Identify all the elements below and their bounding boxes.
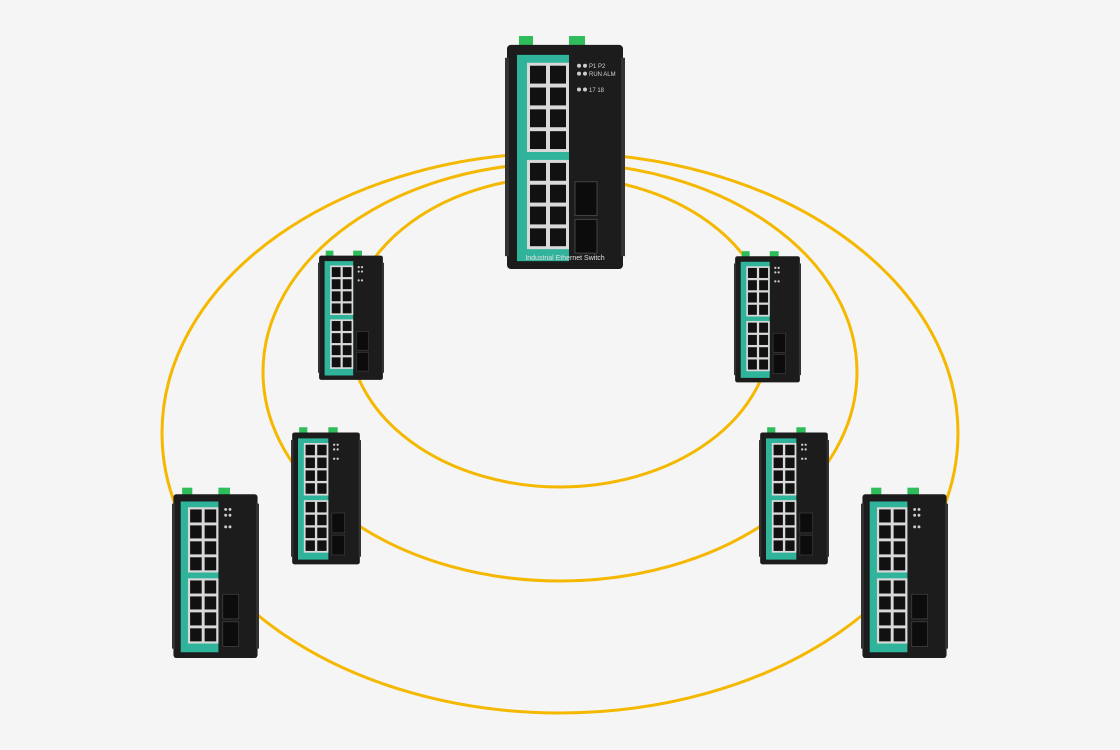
switch-ring-lower-left [291, 418, 361, 573]
switch-ring-mid-left [318, 244, 384, 386]
device-label: Industrial Ethernet Switch [525, 255, 604, 262]
switch-ring-bottom-left [172, 476, 259, 669]
switch-ring-mid-right [734, 244, 801, 389]
switch-top: P1 P2 RUN ALM 17 18 Industrial Ethernet … [505, 33, 625, 271]
switch-ring-bottom-right [861, 476, 948, 669]
led-status-label: RUN ALM [589, 72, 616, 78]
led-power-label: P1 P2 [589, 64, 606, 70]
led-fiber-label: 17 18 [589, 88, 605, 94]
switch-ring-lower-right [759, 418, 829, 573]
